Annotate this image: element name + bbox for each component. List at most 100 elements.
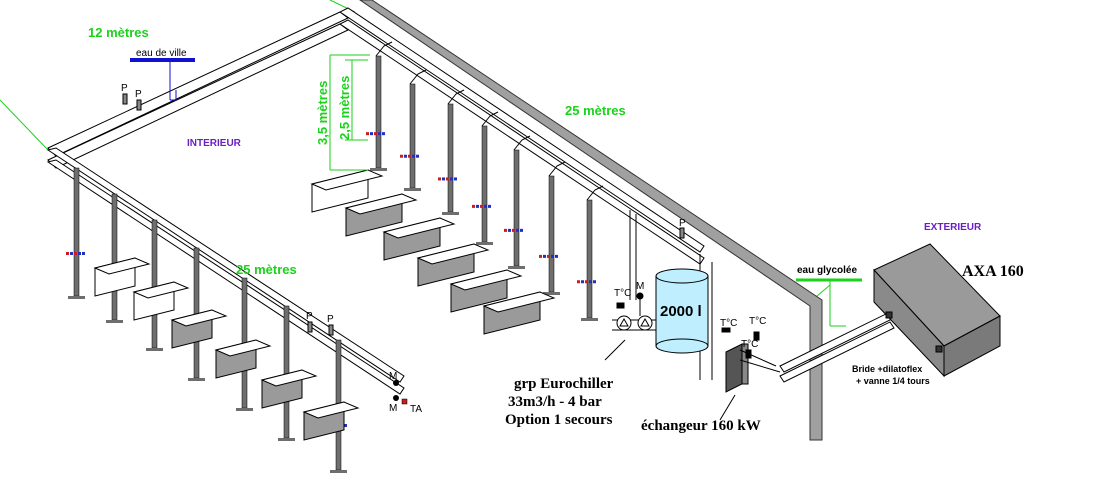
temp-exch-2-label: T°C [741, 339, 758, 350]
valve-marker [374, 132, 377, 136]
valve-marker [585, 280, 588, 284]
pipe-drop [548, 175, 555, 293]
valve-marker [593, 280, 596, 284]
temp-exch-1-label: T°C [749, 316, 766, 327]
valve-marker [539, 254, 542, 258]
p-gauge-3-label: P [679, 218, 686, 229]
machine-top [132, 281, 190, 299]
temp-tank-label: T°C [720, 318, 737, 329]
temp-pump-label: T°C [614, 288, 631, 299]
dim-35m-label: 3,5 mètres [315, 81, 330, 145]
pipe-drop [586, 199, 593, 319]
building-wall [359, 0, 823, 441]
dim-25m-left-label: 25 mètres [236, 262, 297, 277]
valve-marker [400, 154, 403, 158]
drop-foot [68, 296, 85, 299]
machine-top [214, 339, 272, 357]
grp-line3-label: Option 1 secours [505, 412, 613, 428]
valve-marker [446, 177, 449, 181]
valve-marker [82, 252, 85, 255]
pipe-drop [283, 305, 290, 439]
eau-de-ville-label: eau de ville [136, 48, 187, 59]
valve-marker [520, 228, 523, 232]
heat-exchanger [719, 327, 781, 421]
axa-160-chiller [873, 243, 1001, 378]
valve-marker [488, 204, 491, 208]
p-gauge-4-label: P [306, 311, 313, 322]
axa-label: AXA 160 [962, 263, 1024, 280]
eau-de-ville-inlet [130, 58, 195, 101]
drop-foot [543, 292, 560, 295]
pipe-elbow [513, 135, 531, 151]
dim-25m-top-label: 25 mètres [565, 103, 626, 118]
valve-marker [366, 132, 369, 136]
grp-line2-label: 33m3/h - 4 bar [508, 394, 602, 410]
valve-marker [344, 424, 347, 427]
valve-marker [543, 254, 546, 258]
valve-marker [555, 254, 558, 258]
valve-marker [480, 204, 483, 208]
pipe-elbow [447, 89, 465, 105]
drop-foot [330, 470, 347, 473]
interieur-label: INTERIEUR [187, 138, 242, 149]
pipe-drop [447, 103, 454, 213]
pipe-elbow [375, 41, 393, 57]
drop-foot [188, 378, 205, 381]
valve-marker [408, 154, 411, 158]
machine-top [482, 291, 556, 313]
valve-marker [547, 254, 550, 258]
drop-foot [442, 212, 459, 215]
valve-marker [508, 228, 511, 232]
drop-foot [508, 266, 525, 269]
exterieur-label: EXTERIEUR [924, 222, 982, 233]
machine-top [382, 217, 456, 239]
pipe-drop [375, 55, 382, 169]
valve-marker [438, 177, 441, 181]
m-pump-label: M [636, 281, 644, 292]
valve-marker [70, 252, 73, 255]
pipe-drop [513, 149, 520, 267]
drop-foot [370, 168, 387, 171]
eau-glycolee-label: eau glycolée [797, 265, 857, 276]
pipe-drop [73, 167, 80, 297]
valve-marker [66, 252, 69, 255]
bride-line2-label: + vanne 1/4 tours [856, 376, 930, 386]
machine-top [302, 401, 360, 419]
p-gauge-5-label: P [327, 314, 334, 325]
valve-marker [504, 228, 507, 232]
height-dimension-lines [329, 54, 370, 171]
machine-top [416, 243, 490, 265]
valve-marker [551, 254, 554, 258]
machine-top [260, 369, 318, 387]
drop-foot [476, 242, 493, 245]
machine-top [93, 257, 151, 275]
storage-tank: 2000 l [655, 268, 709, 354]
valve-marker [589, 280, 592, 284]
pipe-top-25m [339, 7, 705, 265]
labels: 12 mètres 25 mètres 25 mètres 3,5 mètres… [88, 25, 1024, 434]
p-gauge-2-label: P [135, 89, 142, 100]
valve-marker [450, 177, 453, 181]
valve-marker [370, 132, 373, 136]
machine-top [170, 309, 228, 327]
pipe-elbow [481, 111, 499, 127]
dim-25m-vert-label: 2,5 mètres [337, 76, 352, 140]
valve-marker [577, 280, 580, 284]
machine-top [310, 169, 384, 191]
center-row-drops [310, 41, 604, 335]
pipe-left-25m [46, 147, 405, 395]
pipe-elbow [548, 161, 566, 177]
pipe-elbow [409, 69, 427, 85]
pipe-drop [151, 219, 158, 349]
valve-marker [74, 252, 77, 255]
pipe-drop [111, 193, 118, 321]
pressure-gauges [122, 93, 685, 336]
valve-marker [78, 252, 81, 255]
m-valve-lower-label: M [389, 403, 397, 414]
tank-capacity-label: 2000 l [660, 303, 702, 320]
p-gauge-1-label: P [121, 83, 128, 94]
drop-foot [581, 318, 598, 321]
valve-marker [412, 154, 415, 158]
valve-marker [512, 228, 515, 232]
